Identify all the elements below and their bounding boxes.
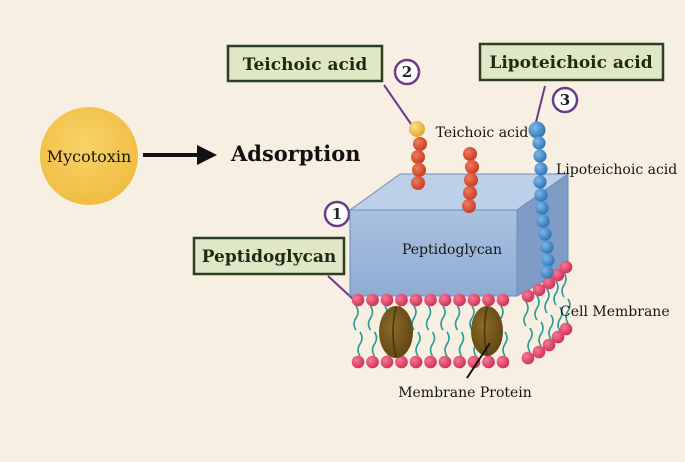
lipid-head: [532, 283, 546, 297]
lipoteichoic-bead: [536, 214, 550, 228]
mycotoxin-label: Mycotoxin: [47, 147, 132, 166]
lipid-head: [542, 276, 556, 290]
teichoic-bead: [411, 176, 425, 190]
lipid-tail: [440, 305, 450, 357]
svg-text:1: 1: [332, 205, 342, 223]
teichoic-acid-chain-2: [462, 147, 479, 213]
lipid-head: [351, 355, 365, 369]
mycotoxin-circle: [40, 107, 138, 205]
peptidoglycan-block: Peptidoglycan: [348, 173, 570, 297]
lipoteichoic-acid-small-label: Lipoteichoic acid: [556, 162, 677, 178]
lipid-head: [559, 322, 573, 336]
teichoic-bead: [465, 160, 479, 174]
lipid-head: [380, 355, 394, 369]
marker-1: 1: [323, 200, 351, 228]
lipid-head: [438, 293, 452, 307]
lipoteichoic-acid-chain: [528, 121, 555, 279]
lipoteichoic-bead: [532, 136, 546, 150]
membrane-protein-pointer: [466, 342, 491, 379]
lipoteichoic-acid-box-label: Lipoteichoic acid: [489, 53, 652, 73]
lipid-tail: [553, 280, 563, 332]
lipoteichoic-bead: [534, 188, 548, 202]
teichoic-bead: [412, 163, 426, 177]
svg-text:3: 3: [560, 91, 570, 109]
lipid-head: [395, 355, 408, 369]
lipid-head: [409, 293, 423, 307]
lipid-head: [482, 355, 495, 369]
lipid-head: [438, 355, 452, 369]
lipoteichoic-bead: [533, 175, 547, 189]
lipid-head: [559, 260, 573, 274]
teichoic-bead: [463, 186, 477, 200]
lipid-head: [424, 293, 437, 307]
cell-membrane-front: [351, 260, 573, 369]
lipid-tail: [367, 305, 378, 357]
lipid-head: [521, 351, 535, 365]
peptidoglycan-box: Peptidoglycan: [192, 236, 346, 276]
lipoteichoic-bead: [540, 265, 554, 279]
lipid-head: [496, 355, 510, 369]
leader-line-3: [535, 85, 546, 123]
lipid-head: [542, 338, 556, 352]
lipid-head: [467, 355, 481, 369]
teichoic-acid-chain-1: [409, 121, 427, 190]
lipid-tail: [544, 288, 554, 340]
peptidoglycan-layer-label: Peptidoglycan: [402, 242, 502, 258]
lipid-head: [521, 289, 535, 303]
adsorption-arrow: [143, 145, 217, 165]
teichoic-tip-bead: [409, 121, 425, 137]
peptidoglycan-box-label: Peptidoglycan: [202, 247, 337, 267]
teichoic-bead: [464, 173, 478, 187]
lipoteichoic-bead: [535, 201, 549, 215]
lipid-head: [409, 355, 423, 369]
lipoteichoic-acid-box: Lipoteichoic acid: [478, 42, 665, 82]
lipid-tail: [454, 305, 465, 357]
teichoic-acid-small-label: Teichoic acid: [436, 125, 529, 141]
lipid-tail: [561, 272, 571, 324]
adsorption-label: Adsorption: [230, 141, 361, 166]
marker-2: 2: [393, 58, 421, 86]
lipoteichoic-bead: [533, 149, 547, 163]
lipid-head: [551, 268, 565, 282]
peptidoglycan-front-face: [349, 209, 518, 297]
lipid-head: [453, 355, 466, 369]
lipid-tail: [353, 305, 363, 357]
lipid-head: [380, 293, 394, 307]
lipid-tail: [523, 301, 533, 353]
lipid-head: [395, 293, 408, 307]
lipid-tail: [534, 295, 544, 347]
marker-3: 3: [551, 86, 579, 114]
lipid-head: [351, 293, 365, 307]
teichoic-acid-box-label: Teichoic acid: [243, 55, 368, 75]
teichoic-bead: [462, 199, 476, 213]
lipoteichoic-bead: [538, 227, 552, 241]
lipoteichoic-bead: [528, 121, 546, 139]
lipoteichoic-bead: [534, 162, 548, 176]
lipoteichoic-bead: [541, 253, 555, 267]
membrane-protein-2: [471, 306, 503, 356]
lipid-head: [482, 293, 495, 307]
lipid-head: [551, 330, 565, 344]
lipid-head: [496, 293, 510, 307]
membrane-protein-1: [379, 306, 413, 358]
lipid-head: [453, 293, 466, 307]
svg-text:2: 2: [402, 63, 412, 81]
lipid-head: [424, 355, 437, 369]
lipid-head: [532, 345, 546, 359]
lipid-head: [366, 355, 379, 369]
teichoic-bead: [463, 147, 477, 161]
cell-membrane-label: Cell Membrane: [560, 304, 670, 320]
teichoic-bead: [411, 150, 425, 164]
lipid-head: [467, 293, 481, 307]
teichoic-acid-box: Teichoic acid: [226, 44, 384, 83]
teichoic-bead: [413, 137, 427, 151]
lipid-tail: [425, 305, 436, 357]
leader-line-2: [383, 84, 412, 125]
membrane-protein-label: Membrane Protein: [398, 385, 532, 401]
lipoteichoic-bead: [540, 240, 554, 254]
lipid-head: [366, 293, 379, 307]
